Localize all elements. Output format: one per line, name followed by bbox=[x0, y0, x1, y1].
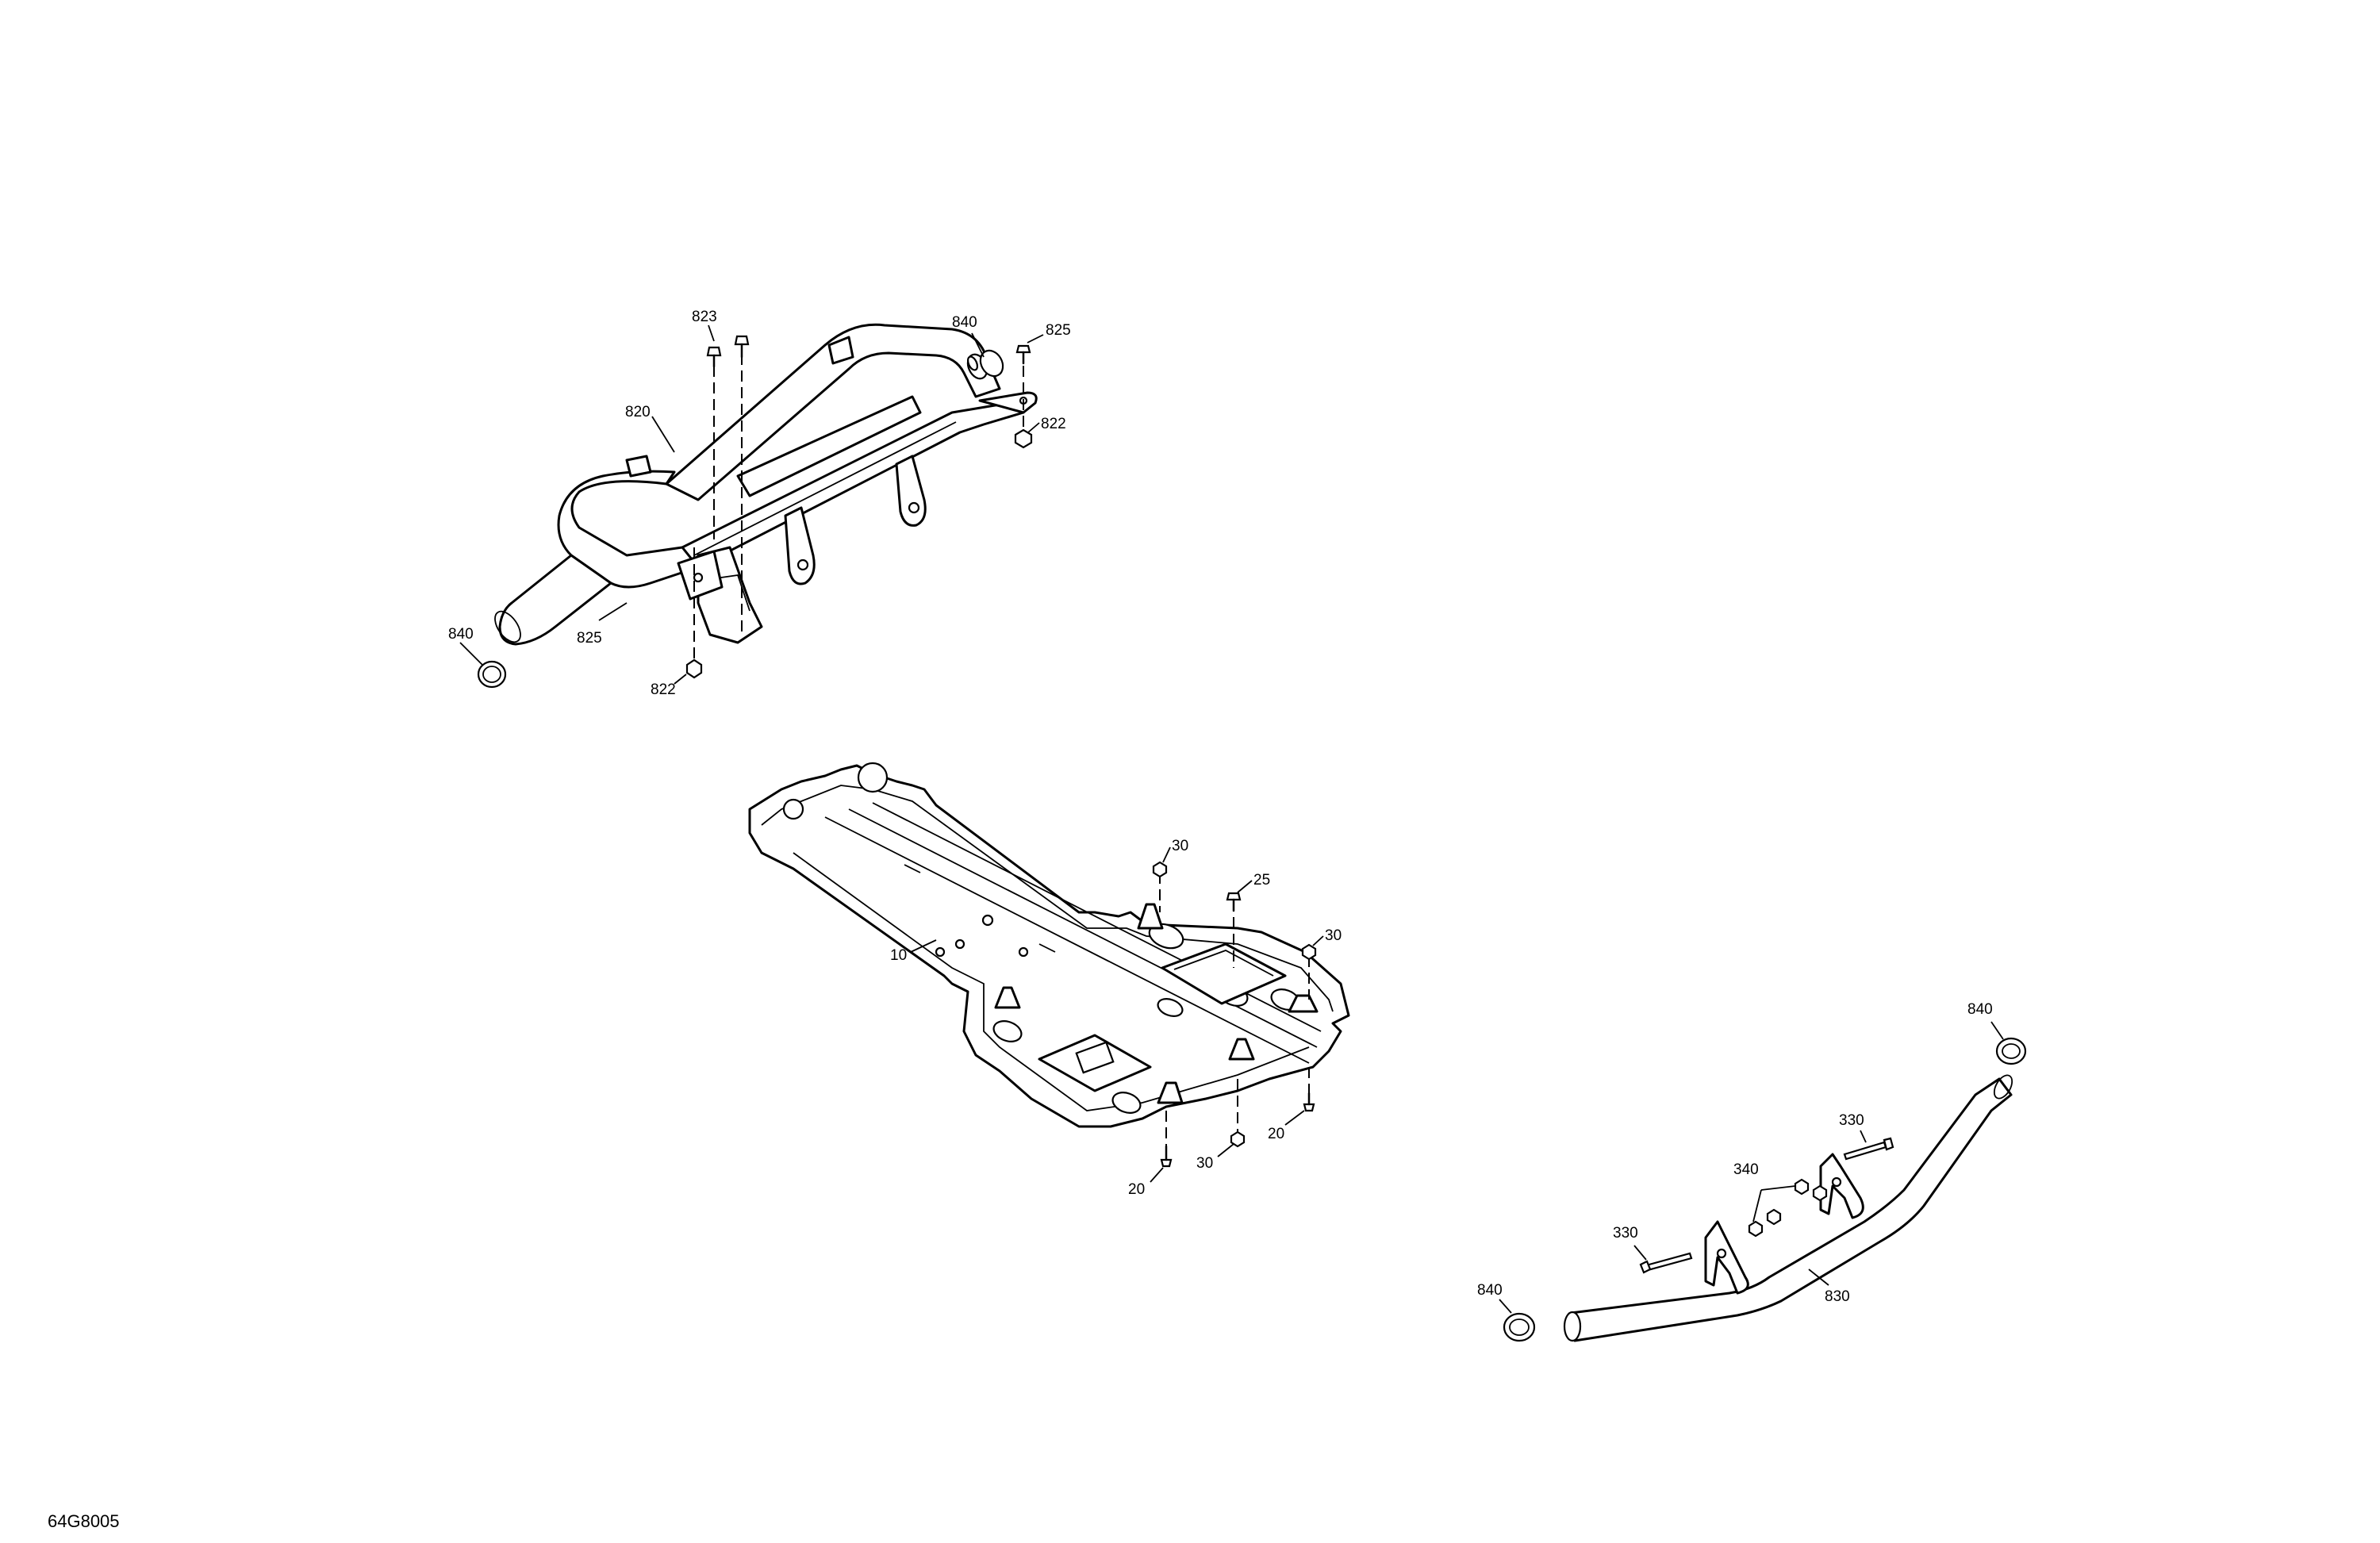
screw-20-a bbox=[1160, 1158, 1173, 1168]
frame-assembly-820 bbox=[494, 323, 1038, 646]
end-cap-840-bottom-left bbox=[1503, 1312, 1536, 1342]
callout-330-b: 330 bbox=[1613, 1225, 1638, 1242]
end-cap-840-bottom-right bbox=[1995, 1037, 2027, 1065]
callout-30-a: 30 bbox=[1172, 838, 1188, 854]
nut-822-bottom bbox=[685, 658, 703, 679]
callout-25: 25 bbox=[1253, 872, 1270, 889]
callout-20-a: 20 bbox=[1128, 1181, 1145, 1198]
bracket-left bbox=[1704, 1220, 1749, 1295]
callout-840-bl: 840 bbox=[1477, 1282, 1503, 1299]
skid-plate-fasteners bbox=[1152, 861, 1317, 1168]
screw-25 bbox=[1226, 892, 1242, 901]
nut-30-c bbox=[1230, 1130, 1246, 1148]
callout-830: 830 bbox=[1825, 1288, 1850, 1305]
bumper-tube-830 bbox=[1563, 1074, 2013, 1342]
callout-825-mid: 825 bbox=[577, 630, 602, 647]
bumper-fasteners bbox=[1503, 1037, 2027, 1342]
callout-822-bottom: 822 bbox=[651, 681, 676, 698]
callout-820: 820 bbox=[625, 404, 651, 420]
callout-10: 10 bbox=[890, 947, 907, 964]
frame-fasteners bbox=[477, 335, 1033, 689]
frame-leaders bbox=[459, 324, 1044, 685]
nut-340-b bbox=[1794, 1178, 1810, 1196]
end-cap-840-left bbox=[477, 660, 507, 689]
nut-30-b bbox=[1301, 943, 1317, 961]
callout-30-b: 30 bbox=[1325, 927, 1342, 944]
skid-plate-10 bbox=[748, 762, 1350, 1128]
callout-labels: 823 840 825 820 822 840 825 822 30 25 30… bbox=[448, 309, 1993, 1305]
nut-340-a bbox=[1748, 1220, 1764, 1238]
callout-20-b: 20 bbox=[1268, 1126, 1284, 1142]
callout-823: 823 bbox=[692, 309, 717, 325]
callout-30-c: 30 bbox=[1196, 1155, 1213, 1172]
callout-825-top: 825 bbox=[1046, 322, 1071, 339]
bolt-823-a bbox=[706, 346, 722, 357]
screw-825-top bbox=[1015, 344, 1031, 354]
callout-840-br: 840 bbox=[1967, 1001, 1993, 1018]
bolt-330-left bbox=[1645, 1252, 1693, 1272]
bolt-823-b bbox=[734, 335, 750, 346]
end-cap-840-top bbox=[979, 349, 1004, 378]
callout-840-top: 840 bbox=[952, 314, 977, 331]
bracket-right bbox=[1819, 1153, 1864, 1219]
screw-20-b bbox=[1303, 1103, 1315, 1112]
callout-840-left: 840 bbox=[448, 626, 474, 643]
bolt-330-right bbox=[1843, 1141, 1887, 1161]
diagram-code: 64G8005 bbox=[48, 1511, 120, 1531]
nut-30-a bbox=[1152, 861, 1168, 878]
callout-330-a: 330 bbox=[1839, 1112, 1864, 1129]
callout-340: 340 bbox=[1733, 1161, 1759, 1178]
skid-plate-leaders bbox=[910, 846, 1324, 1183]
bumper-leaders bbox=[1499, 1021, 2004, 1314]
nut-822-right bbox=[1014, 428, 1033, 449]
callout-822-right: 822 bbox=[1041, 416, 1066, 432]
